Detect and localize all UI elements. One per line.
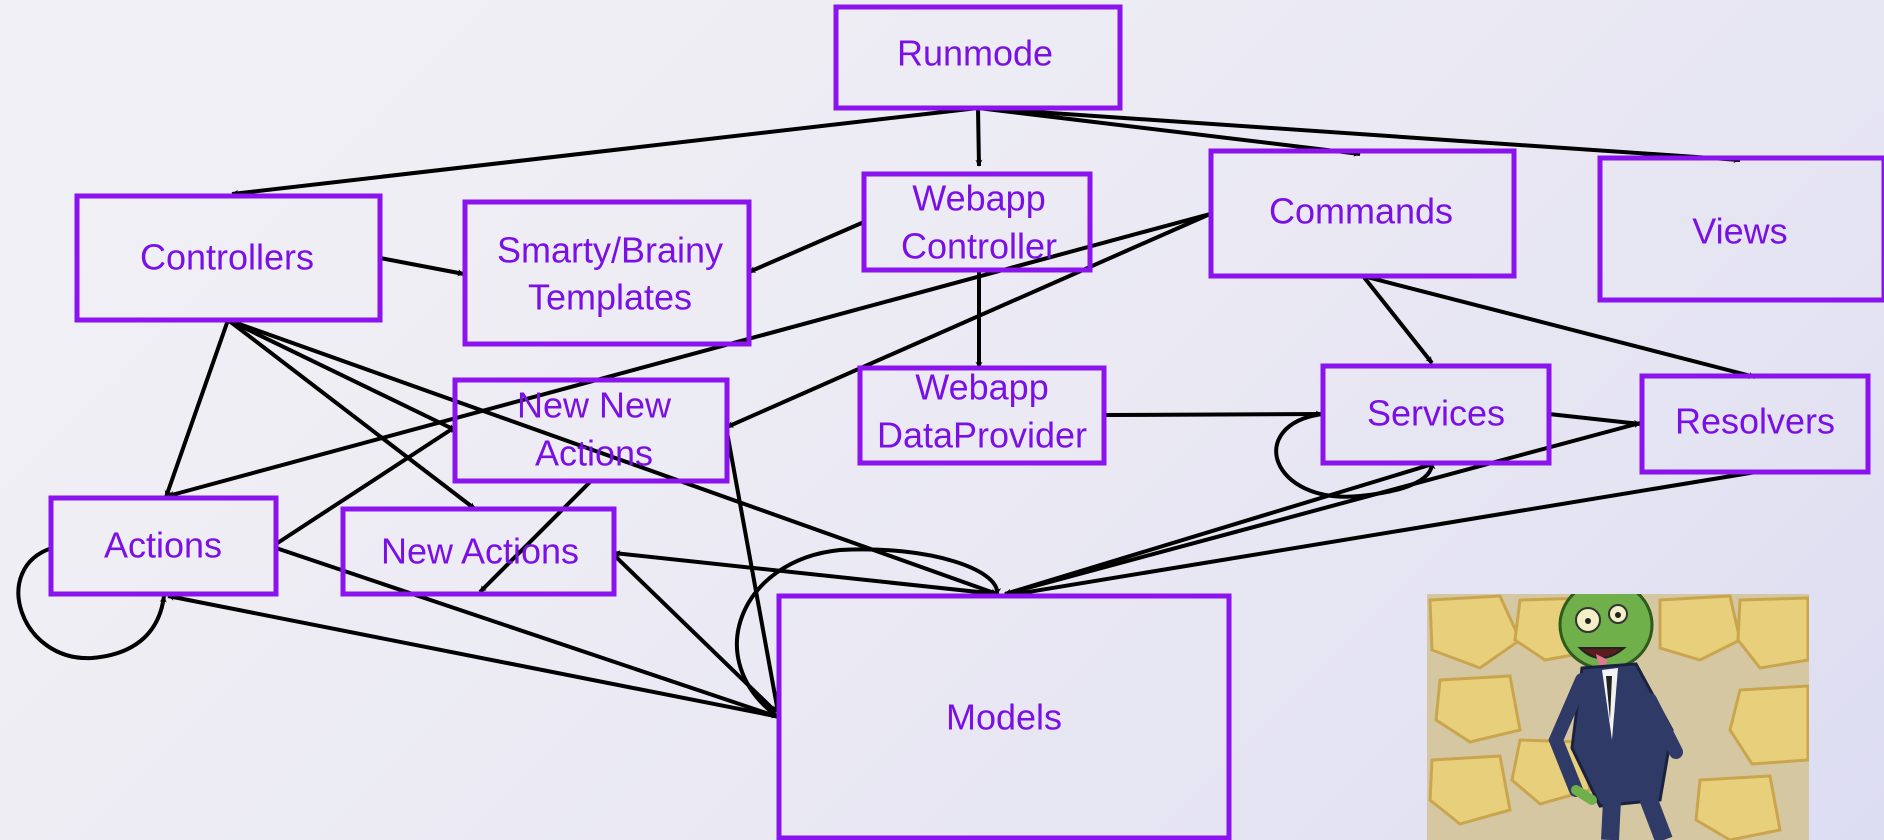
- node-models-label: Models: [946, 697, 1062, 738]
- node-controllers-label: Controllers: [140, 237, 314, 278]
- edge-models-new-actions: [613, 550, 998, 596]
- edge-services-models: [1004, 461, 1437, 596]
- edge-runmode-views: [977, 106, 1741, 164]
- node-new-actions-label: New Actions: [381, 531, 579, 572]
- node-models: Models: [776, 593, 1232, 840]
- edge-commands-services: [1361, 274, 1434, 365]
- node-resolvers: Resolvers: [1639, 373, 1871, 475]
- edge-actions-new-new-actions: [274, 425, 457, 546]
- node-webapp-controller-label-line1: Webapp: [912, 178, 1045, 219]
- edge-actions-models: [275, 546, 779, 719]
- node-resolvers-label: Resolvers: [1675, 401, 1835, 442]
- edge-controllers-new-new-actions: [227, 318, 456, 432]
- node-actions-label: Actions: [104, 525, 222, 566]
- edge-new-new-actions-models: [725, 431, 781, 713]
- edge-webapp-controller-templates: [748, 220, 865, 274]
- edge-commands-new-new-actions: [726, 212, 1211, 429]
- edge-dataprovider-services: [1102, 410, 1323, 418]
- node-new-actions: New Actions: [340, 506, 617, 597]
- node-services-label: Services: [1367, 393, 1505, 434]
- edge-services-resolvers: [1548, 412, 1641, 427]
- node-views: Views: [1597, 155, 1884, 303]
- node-webapp-dataprovider: Webapp DataProvider: [857, 365, 1107, 466]
- node-views-label: Views: [1692, 211, 1787, 252]
- zombie-ravioli-picture: [1427, 594, 1809, 840]
- node-smarty-templates-label-line1: Smarty/Brainy: [497, 230, 723, 271]
- node-webapp-controller: Webapp Controller: [861, 171, 1093, 273]
- node-new-new-actions: New New Actions: [452, 377, 730, 484]
- edges: [16, 106, 1757, 719]
- node-new-new-actions-label-line2: Actions: [535, 433, 653, 474]
- edge-runmode-controllers: [231, 106, 979, 197]
- node-runmode-label: Runmode: [897, 33, 1053, 74]
- edge-commands-actions: [167, 212, 1211, 498]
- node-actions: Actions: [48, 495, 279, 597]
- node-smarty-templates-label-line2: Templates: [528, 277, 692, 318]
- node-new-new-actions-label-line1: New New: [517, 385, 672, 426]
- edge-controllers-templates: [379, 256, 465, 277]
- node-runmode: Runmode: [833, 4, 1123, 111]
- edge-models-self-loop: [735, 547, 1002, 719]
- edge-runmode-commands: [977, 106, 1361, 157]
- node-webapp-controller-label-line2: Controller: [901, 226, 1057, 267]
- edge-commands-resolvers: [1362, 274, 1756, 379]
- edge-new-new-actions-new-actions: [478, 480, 592, 594]
- node-services: Services: [1320, 363, 1552, 466]
- node-commands-label: Commands: [1269, 191, 1453, 232]
- edge-controllers-new-actions: [226, 318, 477, 511]
- edge-actions-self-loop: [16, 546, 167, 661]
- edge-models-actions: [167, 593, 781, 719]
- node-webapp-dataprovider-label-line2: DataProvider: [877, 415, 1087, 456]
- ravioli-pieces: [1428, 594, 1809, 840]
- zombie-figure: [1548, 594, 1683, 840]
- edge-resolvers-models: [1009, 470, 1757, 598]
- node-controllers: Controllers: [74, 193, 383, 323]
- edge-controllers-actions: [164, 319, 230, 498]
- node-webapp-dataprovider-label-line1: Webapp: [915, 367, 1048, 408]
- node-commands: Commands: [1208, 148, 1517, 279]
- node-smarty-templates: Smarty/Brainy Templates: [462, 199, 752, 347]
- edge-runmode-webapp-controller: [975, 107, 983, 167]
- edge-models-resolvers: [1004, 421, 1641, 596]
